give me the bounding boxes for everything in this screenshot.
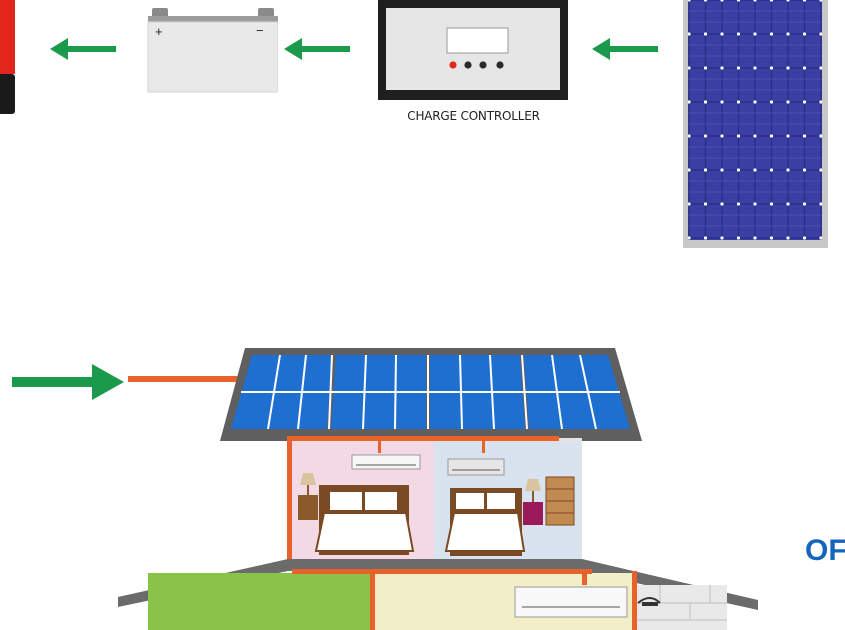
roof-solar-panels (231, 354, 630, 430)
flow-arrow-icon (592, 38, 658, 60)
solar-panel-icon (683, 0, 828, 248)
flow-arrow-icon (284, 38, 350, 60)
battery: + − (146, 6, 278, 94)
battery-icon (147, 8, 278, 93)
flow-arrow-icon (50, 38, 116, 60)
charge-controller-icon (378, 0, 568, 100)
flow-arrow-icon (12, 364, 124, 400)
wire (128, 376, 240, 382)
inverter-icon (0, 0, 15, 114)
partial-heading-text: OF (805, 534, 845, 567)
battery-negative-label: − (256, 23, 264, 38)
battery-positive-label: + (155, 24, 163, 39)
charge-controller-label: CHARGE CONTROLLER (407, 109, 540, 123)
house-icon (118, 348, 758, 630)
